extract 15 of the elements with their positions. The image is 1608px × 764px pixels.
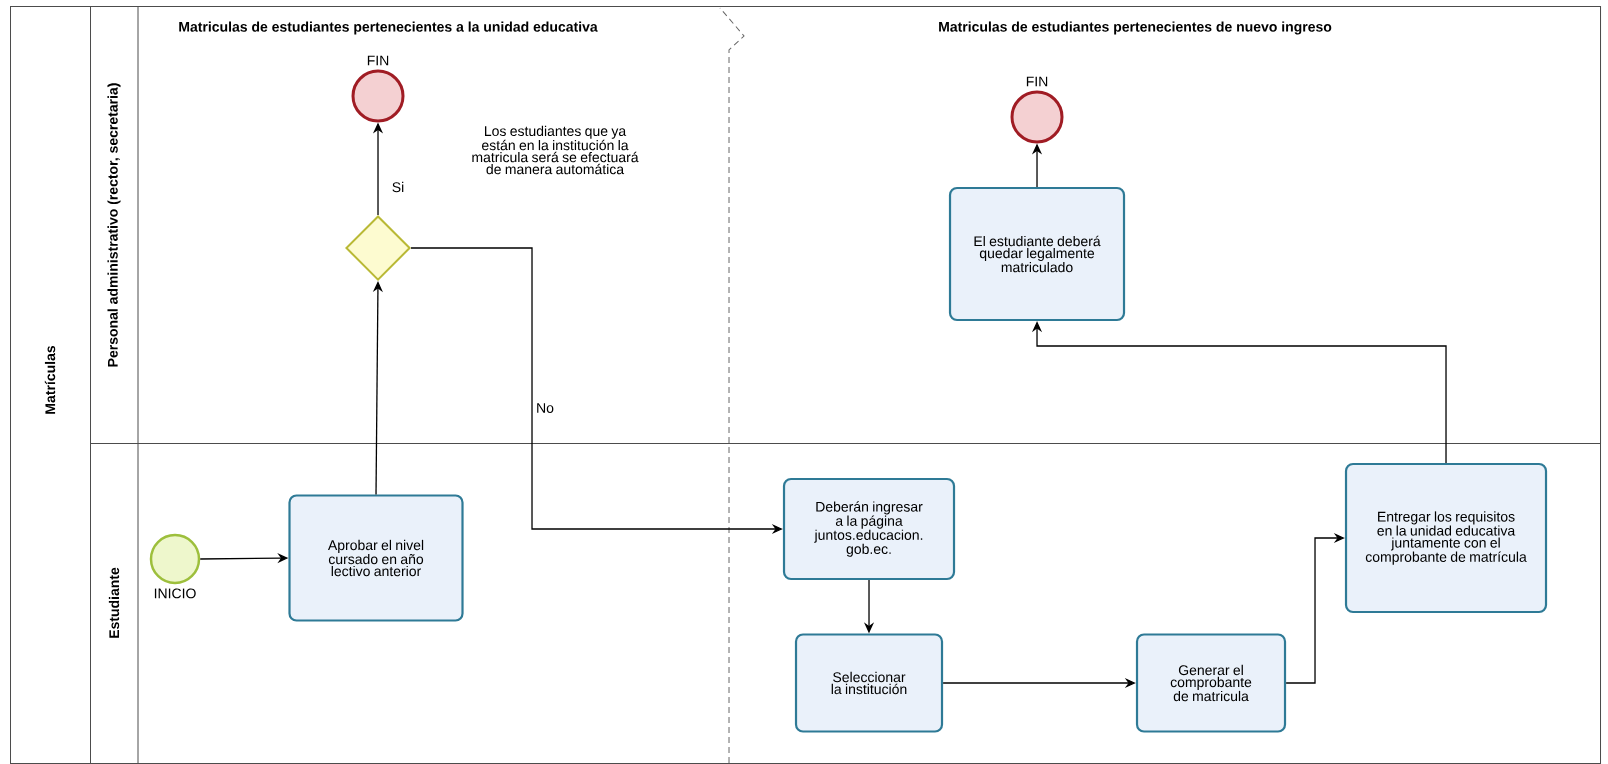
event-label: INICIO [154, 588, 196, 599]
task-box: Deberán ingresar a la página juntos.educacion. gob.ec. [782, 477, 956, 581]
event-label: FIN [367, 55, 389, 66]
task-box: El estudiante deberá quedar legalmente matriculado [948, 186, 1126, 322]
gateway-diamond [345, 215, 411, 281]
phase-title: Matriculas de estudiantes pertenecientes de nuevo ingreso [939, 21, 1332, 35]
task-box: Aprobar el nivel cursado en año lectivo anterior [288, 494, 464, 622]
task-box: Entregar los requisitos en la unidad educativa juntamente con el comprobante de matrícula [1344, 462, 1548, 614]
task-box: Generar el comprobante de matricula [1135, 633, 1287, 733]
task-box: Seleccionar la institución [794, 633, 944, 733]
sequence-arrow [372, 281, 383, 496]
phase-title: Matriculas de estudiantes pertenecientes a la unidad educativa [179, 21, 598, 35]
event-label: FIN [1026, 76, 1048, 87]
edge-label: No [534, 401, 556, 415]
annotation-text: Los estudiantes que ya están en la institución la matricula será se efectuará de manera automática [472, 125, 639, 175]
